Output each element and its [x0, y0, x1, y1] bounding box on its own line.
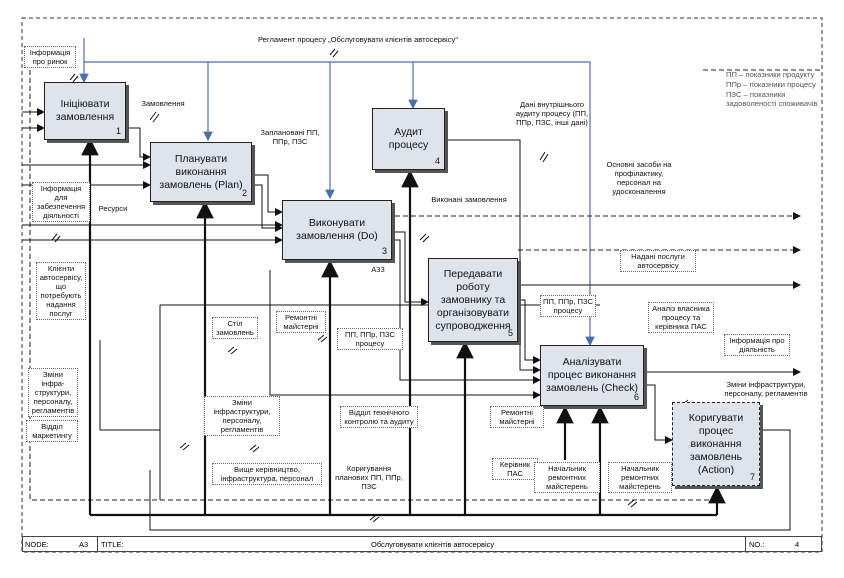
box-number: 5: [507, 328, 513, 338]
box-text: Коригувати процес виконання замовлень (A…: [688, 411, 744, 476]
label-a3x: А33: [371, 265, 385, 274]
box-plan-orders[interactable]: Планувати виконання замовлень (Plan) 2: [150, 142, 252, 202]
label-planned: Заплановані ПП, ППр, ПЗС: [260, 128, 320, 146]
box-correct-process[interactable]: Коригувати процес виконання замовлень (A…: [672, 402, 760, 486]
label-pp-process2: ПП, ППр, ПЗС процесу: [540, 295, 596, 317]
label-regulation: Регламент процесу „Обслуговувати клієнті…: [257, 35, 459, 44]
label-order-table: Стіл замовлень: [212, 317, 258, 339]
label-changes-mid: Зміни інфраструктури, персоналу, регламе…: [204, 396, 280, 436]
footer-no-value: 4: [795, 540, 800, 549]
legend-line-3: ПЗС – показники задоволеності споживачів: [726, 90, 818, 108]
box-number: 1: [115, 126, 121, 136]
box-number: 4: [434, 156, 440, 166]
label-audit-data: Дані внутрішнього аудиту процесу (ПП, ПП…: [515, 100, 589, 127]
outer-frame: [21, 17, 823, 553]
box-handover-support[interactable]: Передавати роботу замовнику та організов…: [428, 258, 518, 342]
footer-title-label: TITLE:: [101, 540, 124, 549]
label-tech-control: Відділ технічного контролю та аудиту: [340, 406, 418, 428]
label-head-shops1: Начальник ремонтних майстерень: [534, 462, 600, 493]
label-owner-analysis: Аналіз власника процесу та керівника ПАС: [648, 302, 714, 333]
label-pp-process: ПП, ППр, ПЗС процесу: [337, 328, 403, 350]
box-process-audit[interactable]: Аудит процесу 4: [372, 108, 445, 170]
footer-title-value: Обслуговувати клієнтів автосервісу: [371, 540, 495, 549]
label-head-pas: Керівник ПАС: [492, 458, 538, 480]
label-resources: Ресурси: [98, 204, 128, 213]
box-number: 2: [241, 188, 247, 198]
label-market-info: Інформація про ринок: [24, 46, 76, 68]
box-initiate-order[interactable]: Ініціювати замовлення 1: [44, 82, 126, 140]
label-changes-left: Зміни інфра-структури, персоналу, реглам…: [28, 368, 78, 417]
label-changes-right: Зміни інфраструктури, персоналу, регламе…: [724, 380, 808, 398]
box-text: Ініціювати замовлення: [55, 98, 115, 123]
box-text: Передавати роботу замовнику та організов…: [435, 267, 511, 332]
label-top-mgmt: Вище керівництво, інфраструктура, персон…: [212, 463, 322, 485]
label-correction: Коригування планових ПП, ППр, ПЗС: [335, 464, 403, 491]
box-text: Аудит процесу: [388, 126, 429, 151]
footer-node-value: A3: [79, 540, 89, 549]
label-fixed-assets: Основні засоби на профілактику, персонал…: [606, 160, 672, 196]
label-order: Замовлення: [141, 99, 185, 108]
box-text: Аналізувати процес виконання замовлень (…: [546, 356, 638, 394]
label-marketing: Відділ маркетингу: [26, 420, 78, 442]
box-number: 6: [633, 392, 639, 402]
legend-line-2: ППр – показники процесу: [726, 80, 816, 89]
label-head-shops2: Начальник ремонтних майстерень: [608, 462, 672, 493]
box-execute-orders[interactable]: Виконувати замовлення (Do) 3: [282, 200, 392, 260]
label-support-info: Інформація для забезпечення діяльності: [32, 182, 90, 222]
label-activity-info: Інформація про діяльність: [724, 334, 790, 356]
diagram-footer: NODE: A3 TITLE: Обслуговувати клієнтів а…: [22, 536, 822, 552]
legend-line-1: ПП – показники продукту: [726, 70, 815, 79]
label-services: Надані послуги автосервісу: [620, 250, 696, 272]
footer-node-label: NODE:: [25, 540, 49, 549]
box-number: 7: [749, 472, 755, 482]
footer-no-label: NO.:: [749, 540, 765, 549]
box-text: Виконувати замовлення (Do): [296, 217, 378, 242]
label-clients: Клієнти автосервісу, що потребують надан…: [36, 262, 86, 320]
box-number: 3: [381, 246, 387, 256]
label-repair-shops1: Ремонтні майстерні: [276, 311, 326, 333]
box-text: Планувати виконання замовлень (Plan): [159, 152, 243, 191]
label-done-orders: Виконані замовлення: [431, 195, 507, 204]
label-repair-shops2: Ремонтні майстерні: [490, 406, 544, 428]
box-analyze-process[interactable]: Аналізувати процес виконання замовлень (…: [540, 345, 644, 406]
